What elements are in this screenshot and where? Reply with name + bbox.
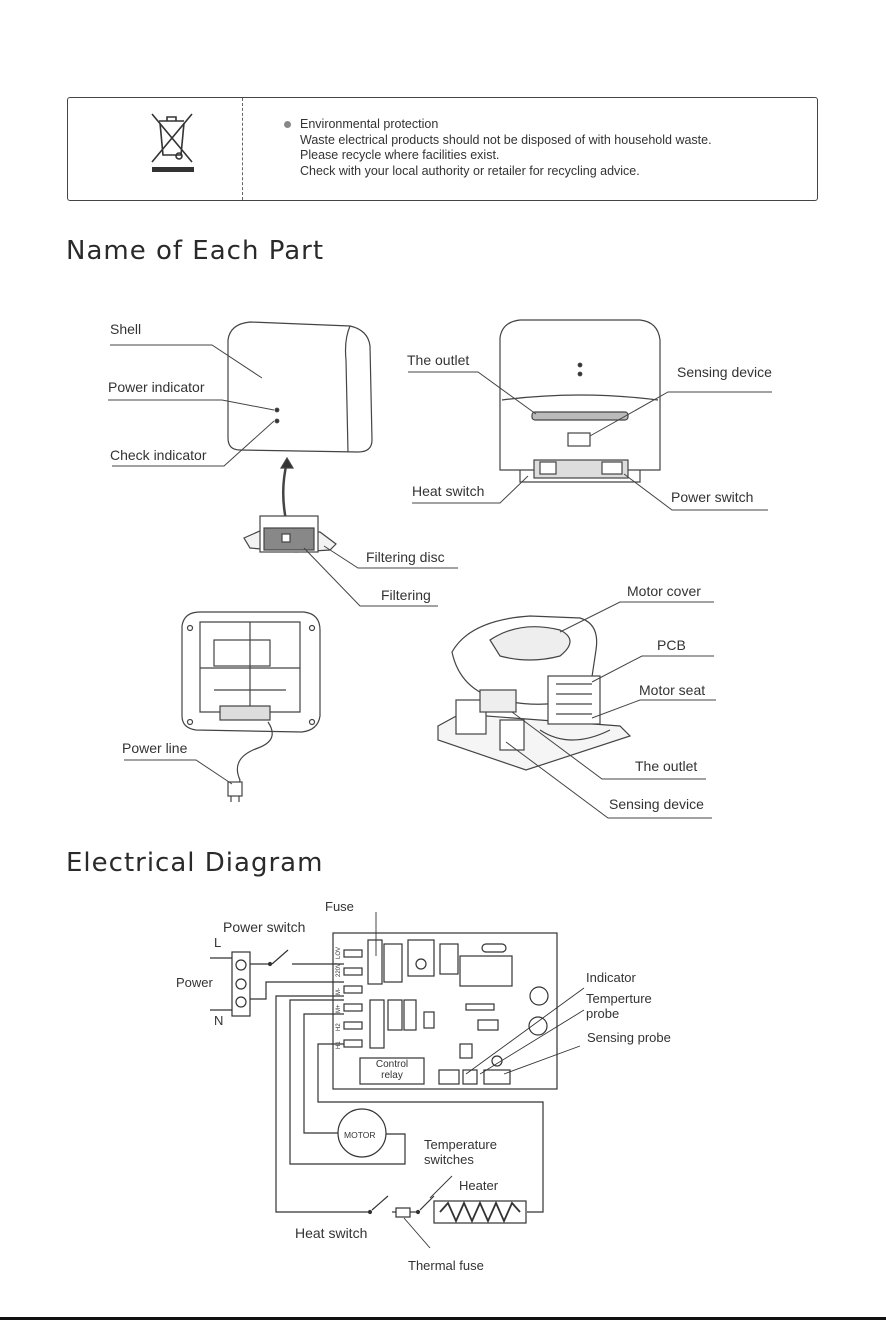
environmental-notice: Environmental protection Waste electrica… xyxy=(67,97,818,201)
terminal-label: M- xyxy=(336,988,342,995)
terminal-label: H2 xyxy=(336,1023,342,1031)
electrical-heading: Electrical Diagram xyxy=(66,848,324,878)
notice-text: Environmental protection Waste electrica… xyxy=(284,117,712,179)
terminal-label: M+ xyxy=(336,1004,342,1013)
bottom-rule xyxy=(0,1317,886,1320)
label-heat-switch-diagram: Heat switch xyxy=(295,1225,368,1241)
notice-divider xyxy=(242,98,243,200)
label-filtering: Filtering xyxy=(381,587,431,603)
label-shell: Shell xyxy=(110,321,142,337)
label-sensing-probe: Sensing probe xyxy=(587,1030,671,1045)
bullet-icon xyxy=(284,121,291,128)
notice-title: Environmental protection xyxy=(300,117,439,131)
label-control-relay: Control relay xyxy=(375,1059,409,1081)
label-indicator: Indicator xyxy=(586,970,636,985)
label-temperature-probe: Temperture probe xyxy=(586,991,652,1021)
label-heater: Heater xyxy=(459,1178,499,1193)
terminal-label: H1 xyxy=(336,1041,342,1049)
notice-line: Waste electrical products should not be … xyxy=(300,132,712,147)
label-check-indicator: Check indicator xyxy=(110,447,207,463)
terminal-label: LOV xyxy=(336,947,342,959)
label-motor: MOTOR xyxy=(344,1130,376,1140)
label-sensing-device-internal: Sensing device xyxy=(609,796,704,812)
label-temperature-switches: Temperature switches xyxy=(424,1137,497,1167)
label-power-indicator: Power indicator xyxy=(108,379,205,395)
parts-heading: Name of Each Part xyxy=(66,236,325,266)
label-filtering-disc: Filtering disc xyxy=(366,549,445,565)
notice-line: Check with your local authority or retai… xyxy=(300,163,640,178)
label-power-line: Power line xyxy=(122,740,188,756)
thermal-fuse-symbol xyxy=(395,1207,411,1218)
label-outlet-front: The outlet xyxy=(407,352,470,368)
label-power: Power xyxy=(176,975,213,990)
notice-line: Please recycle where facilities exist. xyxy=(300,148,500,162)
label-sensing-device-front: Sensing device xyxy=(677,364,772,380)
shell-drawing xyxy=(227,321,373,453)
label-outlet-internal: The outlet xyxy=(635,758,698,774)
terminal-label: 220V xyxy=(336,963,342,977)
label-power-switch-diagram: Power switch xyxy=(223,919,306,935)
label-pcb: PCB xyxy=(657,637,686,653)
label-L: L xyxy=(214,935,222,950)
label-N: N xyxy=(214,1013,224,1028)
label-motor-seat: Motor seat xyxy=(639,682,706,698)
motor-symbol xyxy=(337,1108,387,1158)
label-power-switch: Power switch xyxy=(671,489,754,505)
crossed-out-wheelie-bin-icon xyxy=(151,113,194,172)
label-motor-cover: Motor cover xyxy=(627,583,701,599)
label-heat-switch: Heat switch xyxy=(412,483,485,499)
label-thermal-fuse: Thermal fuse xyxy=(408,1258,484,1273)
terminal-strip xyxy=(343,949,363,1048)
label-fuse: Fuse xyxy=(325,899,354,914)
